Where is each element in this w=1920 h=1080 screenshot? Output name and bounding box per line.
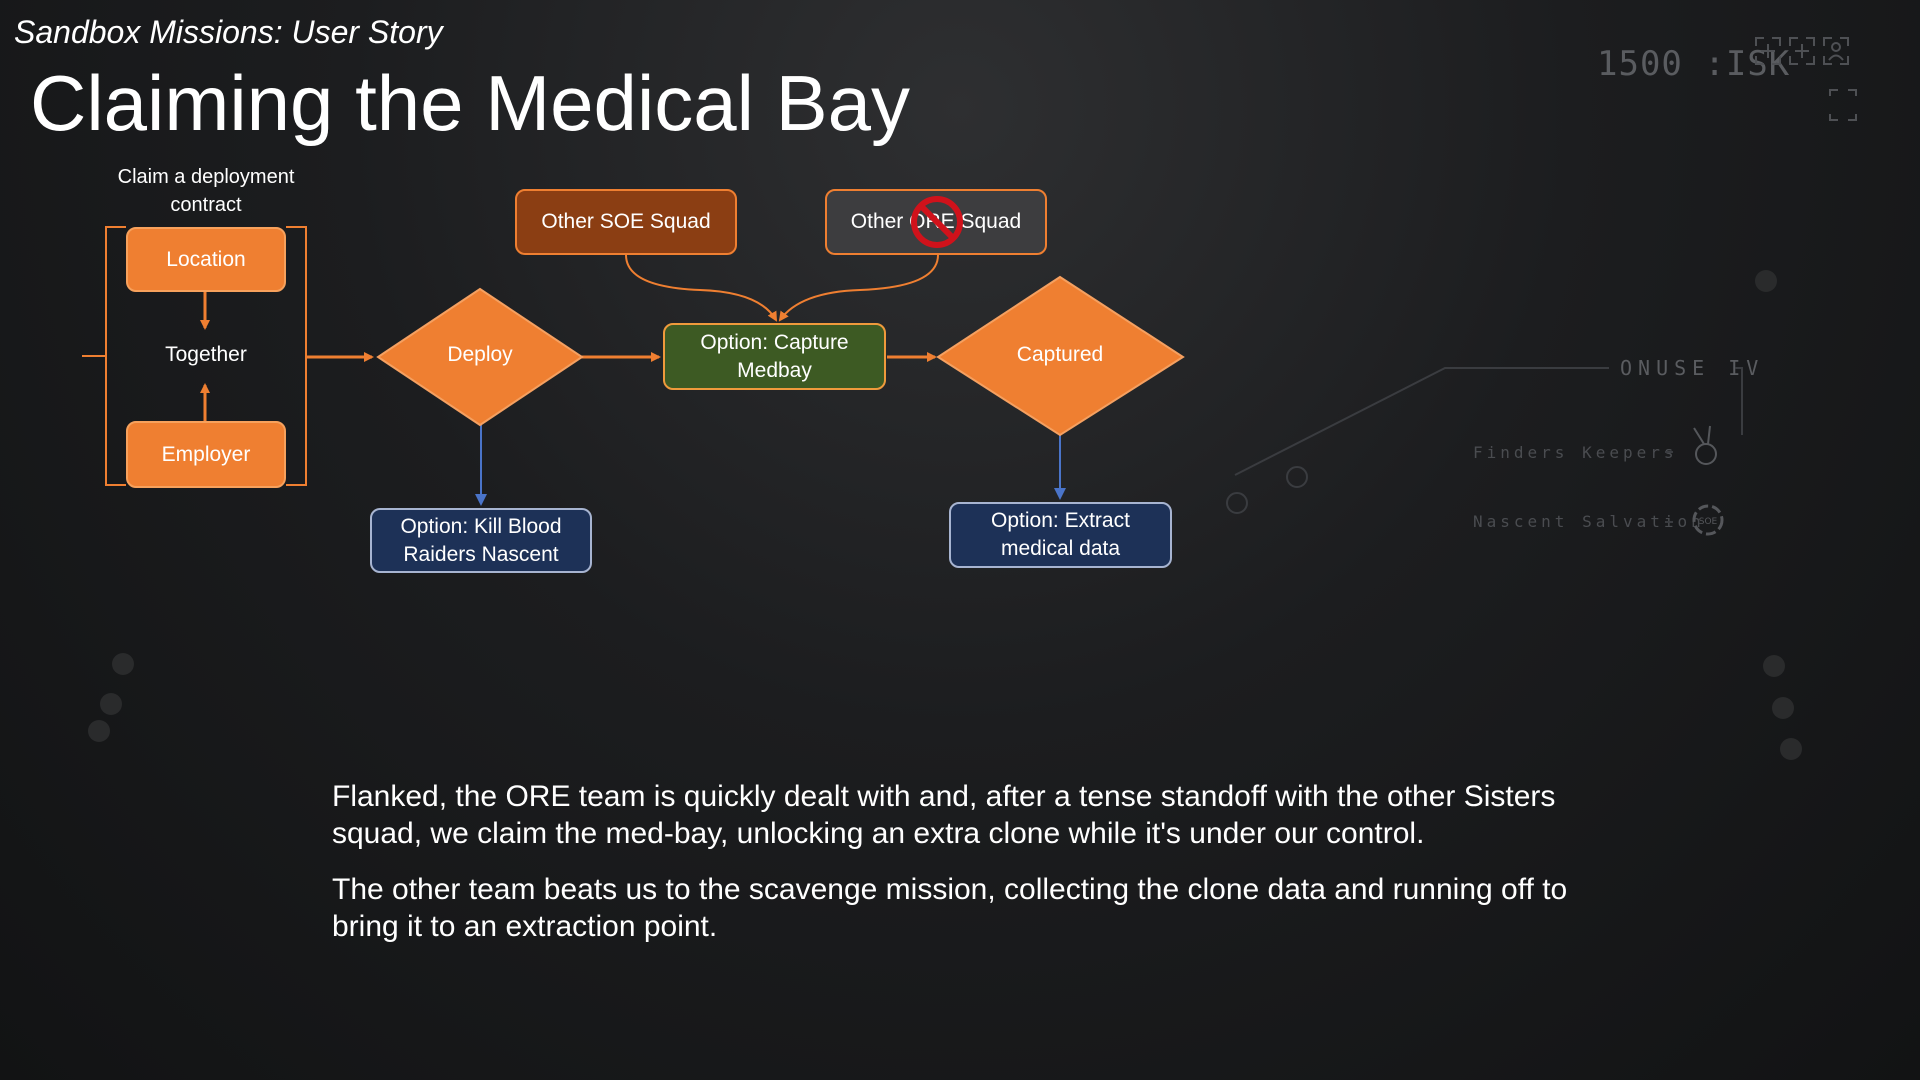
slide-title: Claiming the Medical Bay <box>30 59 911 147</box>
narrative-paragraph-1: Flanked, the ORE team is quickly dealt w… <box>332 780 1556 850</box>
location-node: Location <box>126 227 286 292</box>
hud-icons <box>1755 37 1857 121</box>
hud-item-finders-keepers: Finders Keepers <box>1473 443 1678 462</box>
captured-diamond <box>936 275 1185 437</box>
slide-subtitle: Sandbox Missions: User Story <box>14 14 443 50</box>
background-dot <box>100 693 122 715</box>
arrow-ore-capture <box>778 254 939 322</box>
contract-note: Claim a deployment contract <box>117 166 295 216</box>
captured-label: Captured <box>1016 343 1104 366</box>
hud-lines <box>1226 367 1743 523</box>
user-slot-icon <box>1823 37 1849 65</box>
deploy-label: Deploy <box>447 343 513 366</box>
capture-medbay-node: Option: Capture Medbay <box>663 323 886 390</box>
hud-item-nascent-salvation: Nascent Salvation <box>1473 512 1705 531</box>
expand-icon <box>1829 89 1857 121</box>
deploy-diamond <box>376 287 584 427</box>
background-dot <box>1755 270 1777 292</box>
background-dot <box>1772 697 1794 719</box>
add-slot-icon <box>1755 37 1781 65</box>
narrative-paragraph-2: The other team beats us to the scavenge … <box>332 873 1568 943</box>
extract-data-node: Option: Extract medical data <box>949 502 1172 568</box>
soe-emblem-icon: SOE <box>1692 504 1724 536</box>
background-dot <box>112 653 134 675</box>
svg-text:SOE: SOE <box>1699 517 1718 527</box>
background-dot <box>1763 655 1785 677</box>
contract-bracket-left <box>105 226 126 486</box>
prohibited-icon <box>911 196 963 248</box>
rabbit-icon <box>1693 425 1717 465</box>
arrow-soe-capture <box>625 254 777 322</box>
together-node: Together <box>165 343 247 366</box>
background-dot <box>88 720 110 742</box>
other-soe-squad-node: Other SOE Squad <box>515 189 737 255</box>
employer-node: Employer <box>126 421 286 488</box>
contract-bracket-right <box>286 226 307 486</box>
background-dot <box>1780 738 1802 760</box>
kill-raiders-node: Option: Kill Blood Raiders Nascent <box>370 508 592 573</box>
add-slot-icon <box>1789 37 1815 65</box>
